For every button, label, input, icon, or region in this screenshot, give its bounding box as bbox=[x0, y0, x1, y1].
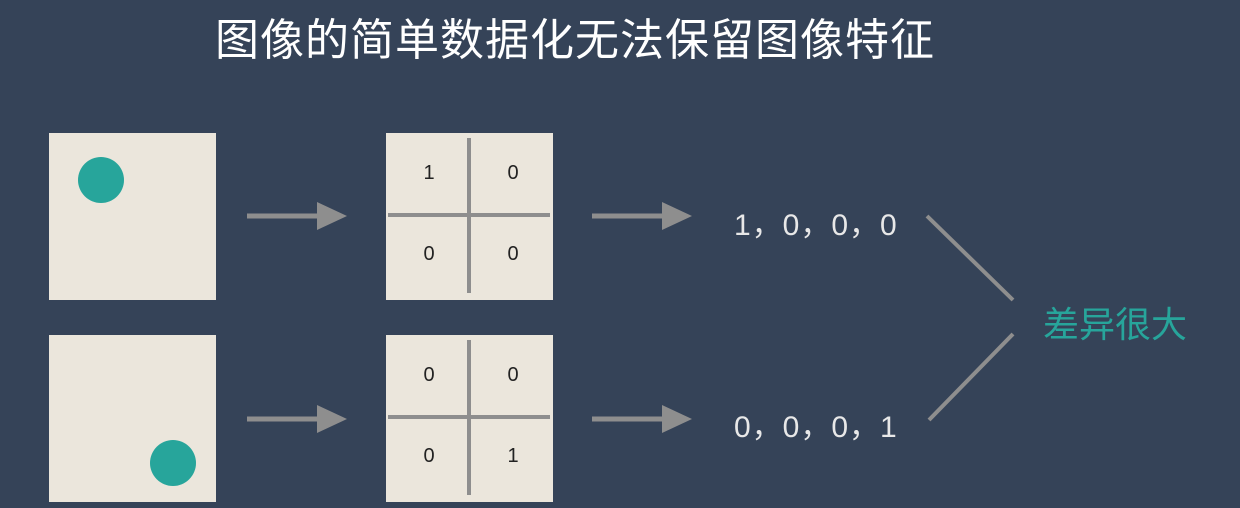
vector-bottom: 0，0，0，1 bbox=[734, 411, 898, 444]
grid-cell-top-right: 0 bbox=[507, 162, 519, 184]
grid-horizontal-divider bbox=[388, 415, 550, 419]
grid-cell-top-left: 0 bbox=[423, 364, 435, 386]
arrow-right-icon bbox=[247, 202, 347, 230]
grid-cell-top-left: 1 bbox=[423, 162, 435, 184]
arrow-right-icon bbox=[592, 405, 692, 433]
grid-cell-top-right: 0 bbox=[507, 364, 519, 386]
grid-cell-bottom-right: 0 bbox=[507, 243, 519, 265]
dot-top-left bbox=[78, 157, 124, 203]
dot-bottom-right bbox=[150, 440, 196, 486]
connector-line-bottom bbox=[927, 332, 1015, 422]
connector-line-top bbox=[925, 214, 1015, 302]
image-panel-top bbox=[49, 133, 216, 300]
grid-panel-top: 1 0 0 0 bbox=[386, 133, 553, 300]
grid-cell-bottom-right: 1 bbox=[507, 445, 519, 467]
page-title: 图像的简单数据化无法保留图像特征 bbox=[215, 15, 935, 66]
arrow-right-icon bbox=[247, 405, 347, 433]
grid-panel-bottom: 0 0 0 1 bbox=[386, 335, 553, 502]
grid-cell-bottom-left: 0 bbox=[423, 243, 435, 265]
result-label: 差异很大 bbox=[1043, 305, 1188, 346]
grid-cell-bottom-left: 0 bbox=[423, 445, 435, 467]
grid-horizontal-divider bbox=[388, 213, 550, 217]
vector-top: 1，0，0，0 bbox=[734, 209, 898, 242]
image-panel-bottom bbox=[49, 335, 216, 502]
arrow-right-icon bbox=[592, 202, 692, 230]
